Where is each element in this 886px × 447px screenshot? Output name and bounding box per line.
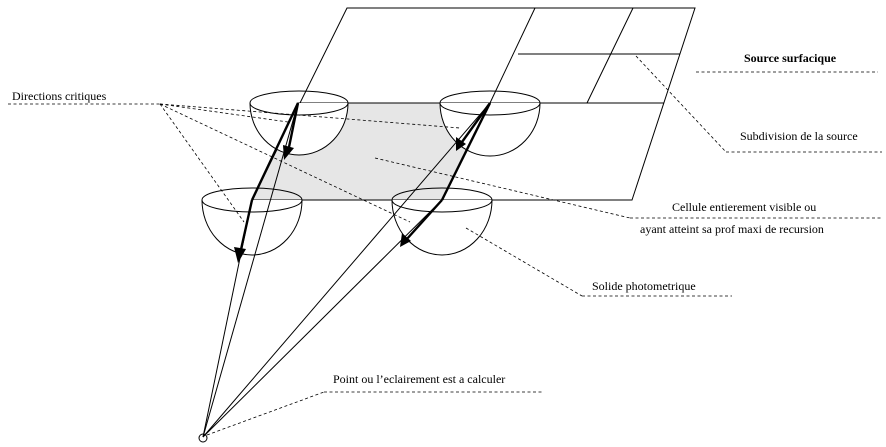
callout-cellule <box>374 157 882 219</box>
label-subdivision: Subdivision de la source <box>740 129 858 143</box>
photometric-solid-bottom-right <box>391 187 493 256</box>
label-point: Point ou l’eclairement est a calculer <box>333 372 505 386</box>
callout-directions-critiques <box>8 103 461 223</box>
cell-thick-edges <box>250 102 492 201</box>
source-subdivision <box>298 7 680 104</box>
label-solide: Solide photometrique <box>592 279 696 293</box>
photometric-solid-top-right <box>439 90 541 157</box>
label-source-surfacique: Source surfacique <box>744 51 837 65</box>
label-cellule-line1: Cellule entierement visible ou <box>672 200 816 214</box>
callout-subdivision <box>635 55 882 153</box>
computed-point <box>198 433 208 443</box>
label-directions-critiques: Directions critiques <box>12 89 107 103</box>
critical-direction-arrows <box>234 102 491 263</box>
label-cellule-line2: ayant atteint sa prof maxi de recursion <box>640 222 824 236</box>
callout-point <box>206 391 542 436</box>
photometric-solid-top-left <box>249 90 349 156</box>
photometric-solid-bottom-left <box>201 187 303 256</box>
callout-solide <box>465 227 732 297</box>
